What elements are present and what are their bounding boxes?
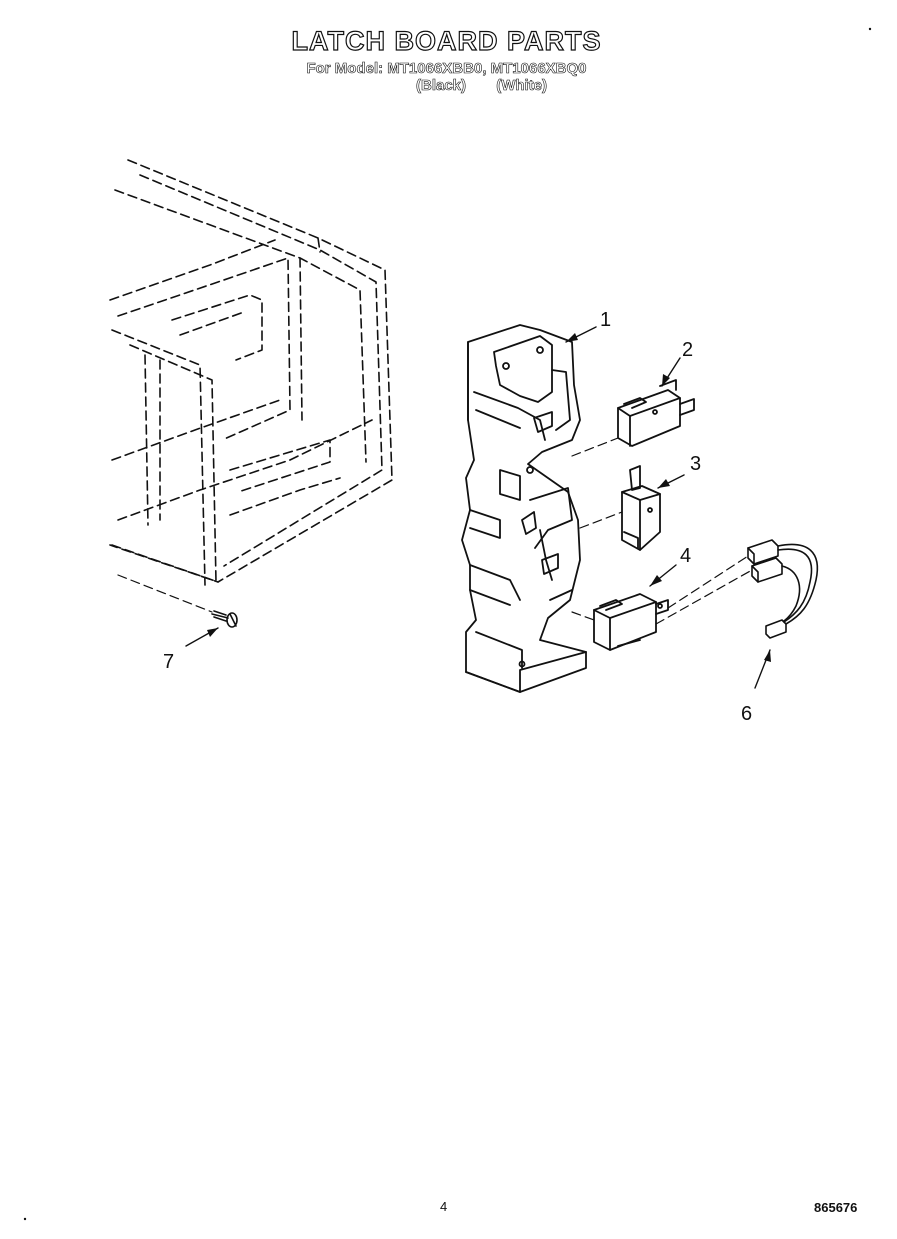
switch-part-3	[621, 465, 661, 551]
model-line: For Model: MT1066XBB0, MT1066XBQ0	[306, 60, 587, 78]
callout-1: 1	[600, 309, 611, 331]
screw	[211, 610, 238, 628]
scan-speck	[868, 27, 872, 31]
color-white-label: (White)	[496, 77, 548, 95]
arrowhead-4	[650, 575, 662, 586]
wire-harness	[747, 539, 819, 639]
document-number: 865676	[814, 1200, 858, 1215]
color-line: (Black) (White)	[416, 77, 576, 95]
page-title: LATCH BOARD PARTS	[291, 25, 602, 56]
switch-part-2	[617, 379, 695, 447]
callout-2: 2	[682, 339, 693, 361]
arrowhead-1	[566, 333, 578, 342]
latch-board	[461, 324, 587, 693]
cabinet-outline	[109, 159, 393, 586]
callout-7: 7	[163, 651, 174, 673]
arrowhead-3	[658, 479, 670, 488]
leader-arrows	[185, 326, 771, 689]
callout-4: 4	[680, 545, 691, 567]
arrowhead-6	[764, 650, 771, 662]
scan-speck	[23, 1217, 27, 1221]
callout-3: 3	[690, 453, 701, 475]
assembly-lines	[117, 437, 753, 625]
arrowhead-2	[662, 374, 670, 386]
callout-6: 6	[741, 703, 752, 725]
arrowhead-7	[207, 628, 218, 637]
page-number: 4	[440, 1199, 448, 1214]
switch-part-4	[593, 593, 669, 651]
color-black-label: (Black)	[416, 77, 467, 95]
